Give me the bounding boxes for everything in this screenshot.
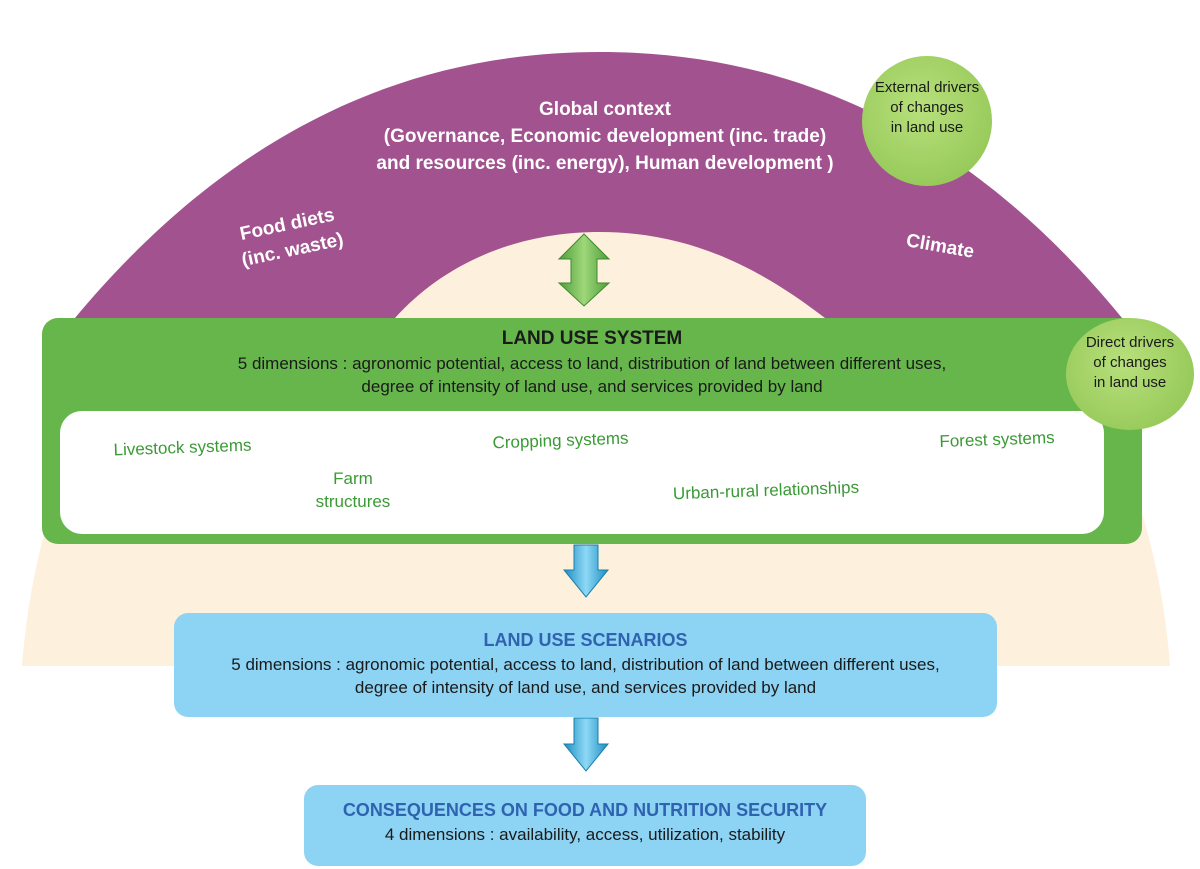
land-use-scenarios-box: LAND USE SCENARIOS 5 dimensions : agrono… <box>174 613 997 717</box>
land-use-system-title: LAND USE SYSTEM <box>501 328 683 349</box>
systems-box <box>60 411 1104 534</box>
external-drivers-circle: External drivers of changes in land use <box>862 56 992 186</box>
global-context-title: Global context <box>539 99 671 120</box>
bidirectional-arrow-icon <box>557 233 611 307</box>
farm-structures-label: Farm structures <box>298 467 408 513</box>
description-line: 5 dimensions : agronomic potential, acce… <box>237 354 947 373</box>
down-arrow-icon <box>562 544 610 598</box>
direct-drivers-circle: Direct drivers of changes in land use <box>1066 318 1194 430</box>
down-arrow-icon <box>562 717 610 772</box>
land-use-scenarios-description: 5 dimensions : agronomic potential, acce… <box>174 653 997 699</box>
land-use-scenarios-title: LAND USE SCENARIOS <box>483 630 688 650</box>
global-context-label: Global context (Governance, Economic dev… <box>300 96 910 177</box>
description-line: degree of intensity of land use, and ser… <box>361 377 823 396</box>
description-line: degree of intensity of land use, and ser… <box>354 678 817 697</box>
consequences-title: CONSEQUENCES ON FOOD AND NUTRITION SECUR… <box>342 800 828 820</box>
description-line: 5 dimensions : agronomic potential, acce… <box>231 655 940 674</box>
land-use-system-description: 5 dimensions : agronomic potential, acce… <box>120 352 1064 398</box>
external-drivers-line: of changes <box>890 99 964 116</box>
direct-drivers-line: of changes <box>1093 354 1167 371</box>
external-drivers-line: External drivers <box>874 79 980 96</box>
consequences-description: 4 dimensions : availability, access, uti… <box>384 825 786 844</box>
farm-structures-line: Farm <box>333 469 373 488</box>
external-drivers-line: in land use <box>890 119 964 136</box>
global-context-line: and resources (inc. energy), Human devel… <box>376 153 834 174</box>
farm-structures-line: structures <box>315 492 391 511</box>
global-context-line: (Governance, Economic development (inc. … <box>383 126 827 147</box>
forest-systems-label: Forest systems <box>939 427 1055 452</box>
global-context-arch <box>75 52 1122 318</box>
direct-drivers-line: in land use <box>1093 374 1167 391</box>
consequences-box: CONSEQUENCES ON FOOD AND NUTRITION SECUR… <box>304 785 866 866</box>
direct-drivers-line: Direct drivers <box>1085 334 1175 351</box>
